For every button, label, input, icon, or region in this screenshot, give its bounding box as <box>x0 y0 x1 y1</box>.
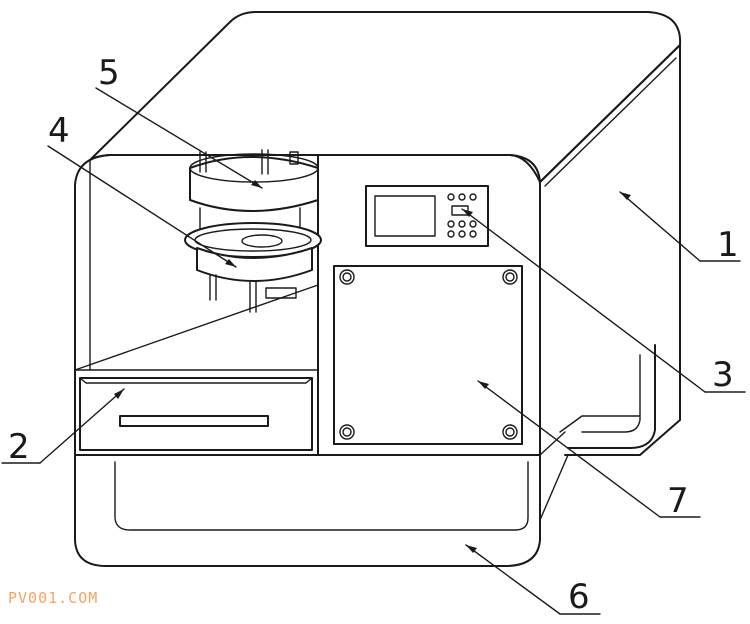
watermark: PV001.COM <box>8 589 99 607</box>
upper-clamping-disc <box>189 149 319 231</box>
label-6: 6 <box>568 577 590 617</box>
drawer <box>79 377 313 451</box>
label-4: 4 <box>48 111 70 151</box>
label-7: 7 <box>667 481 689 521</box>
drawer-handle <box>119 415 269 427</box>
label-5: 5 <box>98 53 120 93</box>
leader-lines <box>1 87 746 615</box>
lower-rotating-disc <box>184 222 322 313</box>
access-door <box>333 265 523 445</box>
label-2: 2 <box>8 427 30 467</box>
label-3: 3 <box>712 355 734 395</box>
keypad <box>447 193 477 238</box>
label-1: 1 <box>717 225 739 265</box>
base-frame <box>74 431 569 567</box>
control-panel <box>365 185 489 247</box>
housing <box>89 11 682 456</box>
